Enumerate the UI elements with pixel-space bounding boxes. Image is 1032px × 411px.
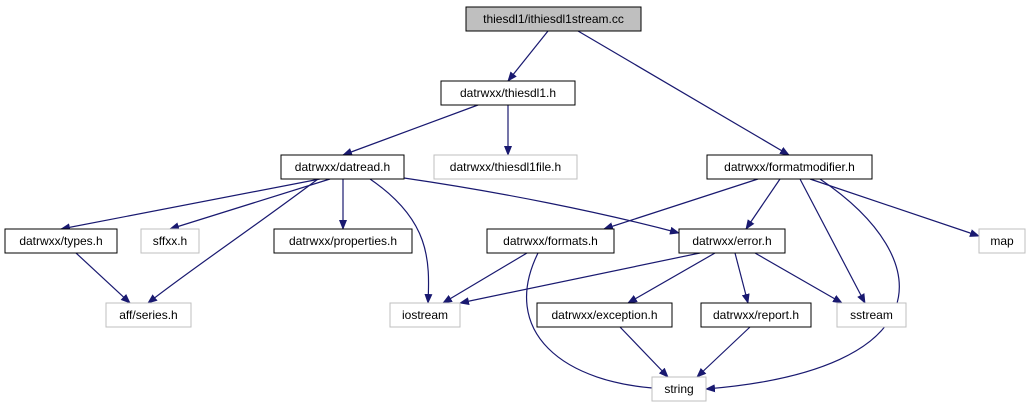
- edge-error-h-to-iostream: [459, 252, 701, 306]
- node-box: [536, 302, 673, 328]
- node-formats-h[interactable]: datrwxx/formats.h: [486, 228, 615, 254]
- edge-formatmodifier-h-to-sstream: [799, 178, 866, 304]
- node-box: [465, 6, 642, 32]
- node-exception-h[interactable]: datrwxx/exception.h: [536, 302, 673, 328]
- node-thiesdl1-h[interactable]: datrwxx/thiesdl1.h: [440, 80, 576, 106]
- node-series-h: aff/series.h: [105, 302, 192, 328]
- node-label: string: [664, 382, 693, 396]
- edge-formatmodifier-h-to-map: [809, 178, 980, 237]
- node-label: thiesdl1/ithiesdl1stream.cc: [483, 12, 624, 26]
- node-box: [273, 228, 413, 254]
- edge-datread-h-to-sffxx-h: [169, 178, 331, 231]
- node-box: [978, 228, 1026, 254]
- node-label: datrwxx/formats.h: [503, 234, 598, 248]
- node-label: aff/series.h: [119, 308, 177, 322]
- edge-error-h-to-exception-h: [627, 252, 716, 304]
- node-label: datrwxx/exception.h: [551, 308, 657, 322]
- nodes-layer: thiesdl1/ithiesdl1stream.cc datrwxx/thies…: [4, 6, 1026, 402]
- node-sffxx-h: sffxx.h: [140, 228, 200, 254]
- edge-exception-h-to-string: [619, 326, 669, 378]
- node-label: datrwxx/types.h: [19, 234, 102, 248]
- node-formatmodifier-h[interactable]: datrwxx/formatmodifier.h: [706, 154, 873, 180]
- node-report-h[interactable]: datrwxx/report.h: [700, 302, 812, 328]
- node-box: [280, 154, 405, 180]
- edge-error-h-to-sstream: [754, 252, 843, 304]
- node-label: sstream: [850, 308, 893, 322]
- node-label: datrwxx/error.h: [692, 234, 771, 248]
- edge-datread-h-to-iostream: [369, 178, 433, 304]
- edge-root-to-thiesdl1-h: [507, 30, 549, 82]
- edge-datread-h-to-types-h: [60, 178, 321, 232]
- node-box: [700, 302, 812, 328]
- edge-formats-h-to-string: [526, 252, 669, 393]
- node-label: map: [990, 234, 1014, 248]
- node-box: [433, 154, 578, 180]
- node-box: [651, 376, 707, 402]
- node-label: sffxx.h: [153, 234, 187, 248]
- node-box: [486, 228, 615, 254]
- edge-formatmodifier-h-to-error-h: [745, 178, 781, 230]
- node-box: [706, 154, 873, 180]
- node-label: datrwxx/formatmodifier.h: [724, 160, 855, 174]
- edges-layer: [60, 30, 980, 393]
- node-box: [389, 302, 461, 328]
- node-box: [4, 228, 118, 254]
- edge-root-to-formatmodifier-h: [577, 30, 790, 156]
- node-label: datrwxx/thiesdl1file.h: [450, 160, 561, 174]
- node-thiesdl1file-h: datrwxx/thiesdl1file.h: [433, 154, 578, 180]
- node-label: datrwxx/datread.h: [295, 160, 390, 174]
- node-string: string: [651, 376, 707, 402]
- node-iostream: iostream: [389, 302, 461, 328]
- node-label: iostream: [402, 308, 448, 322]
- edge-datread-h-to-series-h: [147, 178, 319, 304]
- node-box: [440, 80, 576, 106]
- node-properties-h[interactable]: datrwxx/properties.h: [273, 228, 413, 254]
- node-label: datrwxx/thiesdl1.h: [460, 86, 556, 100]
- node-label: datrwxx/properties.h: [289, 234, 397, 248]
- edge-formatmodifier-h-to-formats-h: [603, 178, 759, 231]
- node-box: [105, 302, 192, 328]
- node-box: [836, 302, 907, 328]
- node-map: map: [978, 228, 1026, 254]
- node-label: datrwxx/report.h: [713, 308, 799, 322]
- node-box: [140, 228, 200, 254]
- edge-formats-h-to-iostream: [442, 252, 528, 304]
- node-root[interactable]: thiesdl1/ithiesdl1stream.cc: [465, 6, 642, 32]
- edge-formatmodifier-h-to-string: [705, 178, 900, 393]
- node-datread-h[interactable]: datrwxx/datread.h: [280, 154, 405, 180]
- node-types-h[interactable]: datrwxx/types.h: [4, 228, 118, 254]
- edge-report-h-to-string: [696, 326, 751, 378]
- edge-error-h-to-report-h: [734, 252, 750, 304]
- edge-datread-h-to-error-h: [403, 177, 680, 235]
- edge-types-h-to-series-h: [75, 252, 131, 304]
- node-sstream: sstream: [836, 302, 907, 328]
- node-box: [678, 228, 786, 254]
- edge-thiesdl1-h-to-datread-h: [342, 104, 479, 156]
- node-error-h[interactable]: datrwxx/error.h: [678, 228, 786, 254]
